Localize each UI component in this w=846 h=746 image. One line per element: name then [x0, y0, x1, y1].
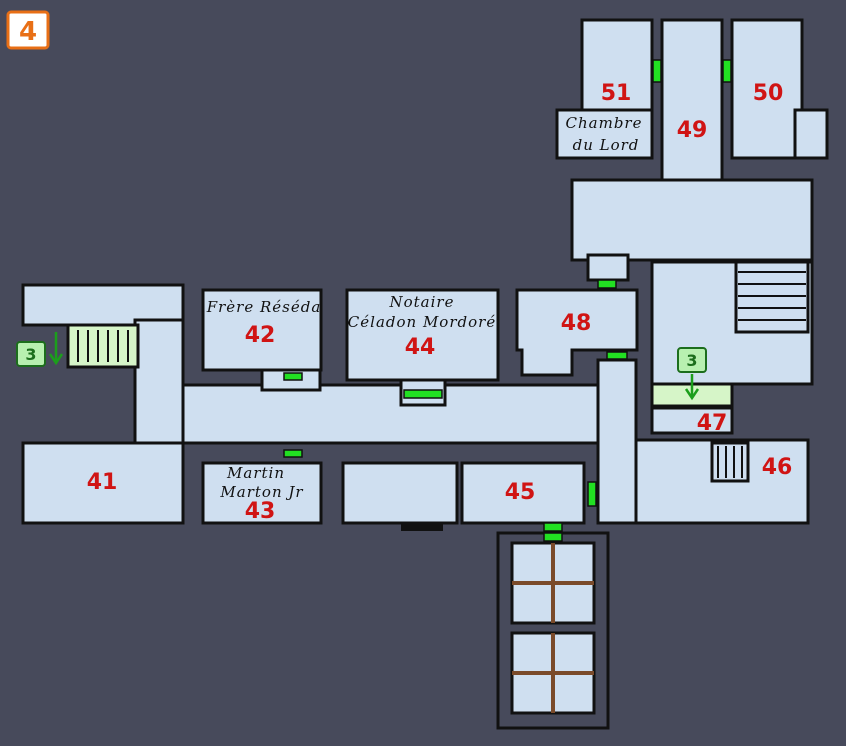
door-room-42[interactable] — [283, 372, 303, 381]
room-51-annex[interactable] — [555, 108, 654, 160]
door-room-51[interactable] — [652, 59, 662, 83]
room-41[interactable] — [21, 441, 185, 525]
room-43-name-line1: Martin — [226, 464, 285, 482]
room-45[interactable] — [460, 461, 586, 525]
door-room-50[interactable] — [722, 59, 732, 83]
main-corridor[interactable] — [181, 383, 605, 445]
room-48-number: 48 — [561, 311, 592, 336]
room-44[interactable] — [345, 288, 500, 382]
door-cells-upper[interactable] — [543, 522, 563, 532]
room-42-number: 42 — [245, 323, 276, 348]
stair-badge-west: 3 — [25, 345, 36, 364]
west-north-corridor[interactable] — [21, 283, 185, 327]
north-hall-exit[interactable] — [586, 253, 630, 282]
west-stairs[interactable] — [66, 323, 140, 369]
room-43-name-line2: Marton Jr — [219, 483, 303, 501]
stair-badge-east-frame — [677, 347, 707, 373]
door-room-45[interactable] — [587, 481, 597, 507]
room-42[interactable] — [201, 288, 323, 372]
floor-badge: 4 — [19, 17, 37, 47]
wall-slab — [401, 523, 443, 531]
west-stairs-treads — [77, 330, 129, 362]
room-41-number: 41 — [87, 470, 118, 495]
room-50[interactable] — [730, 18, 804, 160]
room-47-number: 47 — [697, 411, 728, 436]
floor-badge-frame — [6, 10, 50, 50]
room-51-name-line2: du Lord — [573, 136, 640, 154]
room-44-number: 44 — [405, 335, 436, 360]
cell-bars — [512, 543, 594, 713]
room-51-name-line1: Chambre — [566, 114, 643, 132]
room-45-number: 45 — [505, 480, 536, 505]
east-vertical-hall[interactable] — [596, 358, 638, 525]
room-49[interactable] — [660, 18, 724, 182]
room-50-annex[interactable] — [793, 108, 829, 160]
north-hall[interactable] — [570, 178, 814, 262]
stair-badge-east: 3 — [686, 351, 697, 370]
east-down-arrow — [684, 374, 700, 401]
east-stairs-treads — [738, 271, 806, 321]
stair-badge-west-frame — [16, 341, 46, 367]
door-cells-lower[interactable] — [543, 532, 563, 542]
west-down-arrow — [48, 332, 64, 366]
room-44-name-line1: Notaire — [389, 293, 455, 311]
room-43-number: 43 — [245, 499, 276, 524]
room-42-name: Frère Réséda — [206, 298, 322, 316]
room-48[interactable] — [515, 288, 639, 377]
room-50-number: 50 — [753, 81, 784, 106]
door-room-44[interactable] — [403, 389, 443, 399]
room-43[interactable] — [201, 461, 323, 525]
west-vertical-hall[interactable] — [133, 318, 185, 452]
door-north-hall[interactable] — [597, 279, 617, 289]
room-46-number: 46 — [762, 455, 793, 480]
room-49-number: 49 — [677, 118, 708, 143]
room-47[interactable] — [650, 406, 734, 435]
door-room-43[interactable] — [283, 449, 303, 458]
door-room-48[interactable] — [606, 351, 628, 360]
room-46-stairs-treads — [717, 446, 743, 478]
lower-room-44[interactable] — [341, 461, 459, 525]
room-51-number: 51 — [601, 81, 632, 106]
room-44-name-line2: Céladon Mordoré — [348, 313, 496, 331]
